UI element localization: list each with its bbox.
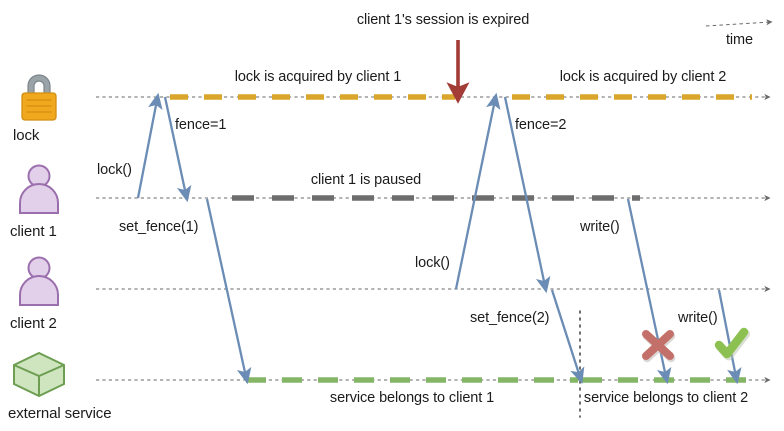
message-label-client1-lock: lock() [97, 162, 132, 178]
message-label-lock-fence1: fence=1 [175, 117, 227, 133]
time-axis-label: time [726, 32, 753, 48]
state-label-service-owned-client1: service belongs to client 1 [329, 390, 495, 406]
message-arrow-client2-write-accepted [717, 289, 742, 385]
check-mark-icon [714, 327, 750, 361]
lane-label-client2: client 2 [10, 315, 57, 332]
session-expiry-label: client 1's session is expired [356, 12, 530, 28]
state-label-service-owned-client2: service belongs to client 2 [583, 390, 749, 406]
message-label-client1-set-fence-1: set_fence(1) [119, 219, 199, 235]
message-arrow-client1-lock [136, 92, 163, 199]
message-arrow-client2-lock [454, 92, 501, 290]
time-axis-arrow [705, 19, 773, 27]
message-arrow-client1-set-fence-1 [205, 198, 252, 385]
message-label-client1-write-rejected: write() [580, 219, 620, 235]
message-label-lock-fence2: fence=2 [515, 117, 567, 133]
lane-label-service: external service [8, 405, 112, 422]
lane-label-lock: lock [13, 127, 40, 144]
cube-icon [10, 350, 68, 405]
lane-label-client1: client 1 [10, 223, 57, 240]
state-label-lock-held-client1: lock is acquired by client 1 [234, 69, 402, 85]
message-arrow-lock-fence2 [503, 96, 551, 294]
message-arrow-client2-set-fence-2 [550, 289, 585, 385]
person-icon [14, 163, 64, 220]
person-icon [14, 255, 64, 312]
state-label-lock-held-client2: lock is acquired by client 2 [559, 69, 727, 85]
message-label-client2-set-fence-2: set_fence(2) [470, 310, 550, 326]
state-label-client1-paused: client 1 is paused [310, 172, 422, 188]
padlock-icon [14, 72, 64, 129]
cross-mark-icon [642, 330, 676, 363]
message-label-client2-lock: lock() [415, 255, 450, 271]
message-arrow-lock-fence1 [163, 96, 192, 203]
message-label-client2-write-accepted: write() [678, 310, 718, 326]
